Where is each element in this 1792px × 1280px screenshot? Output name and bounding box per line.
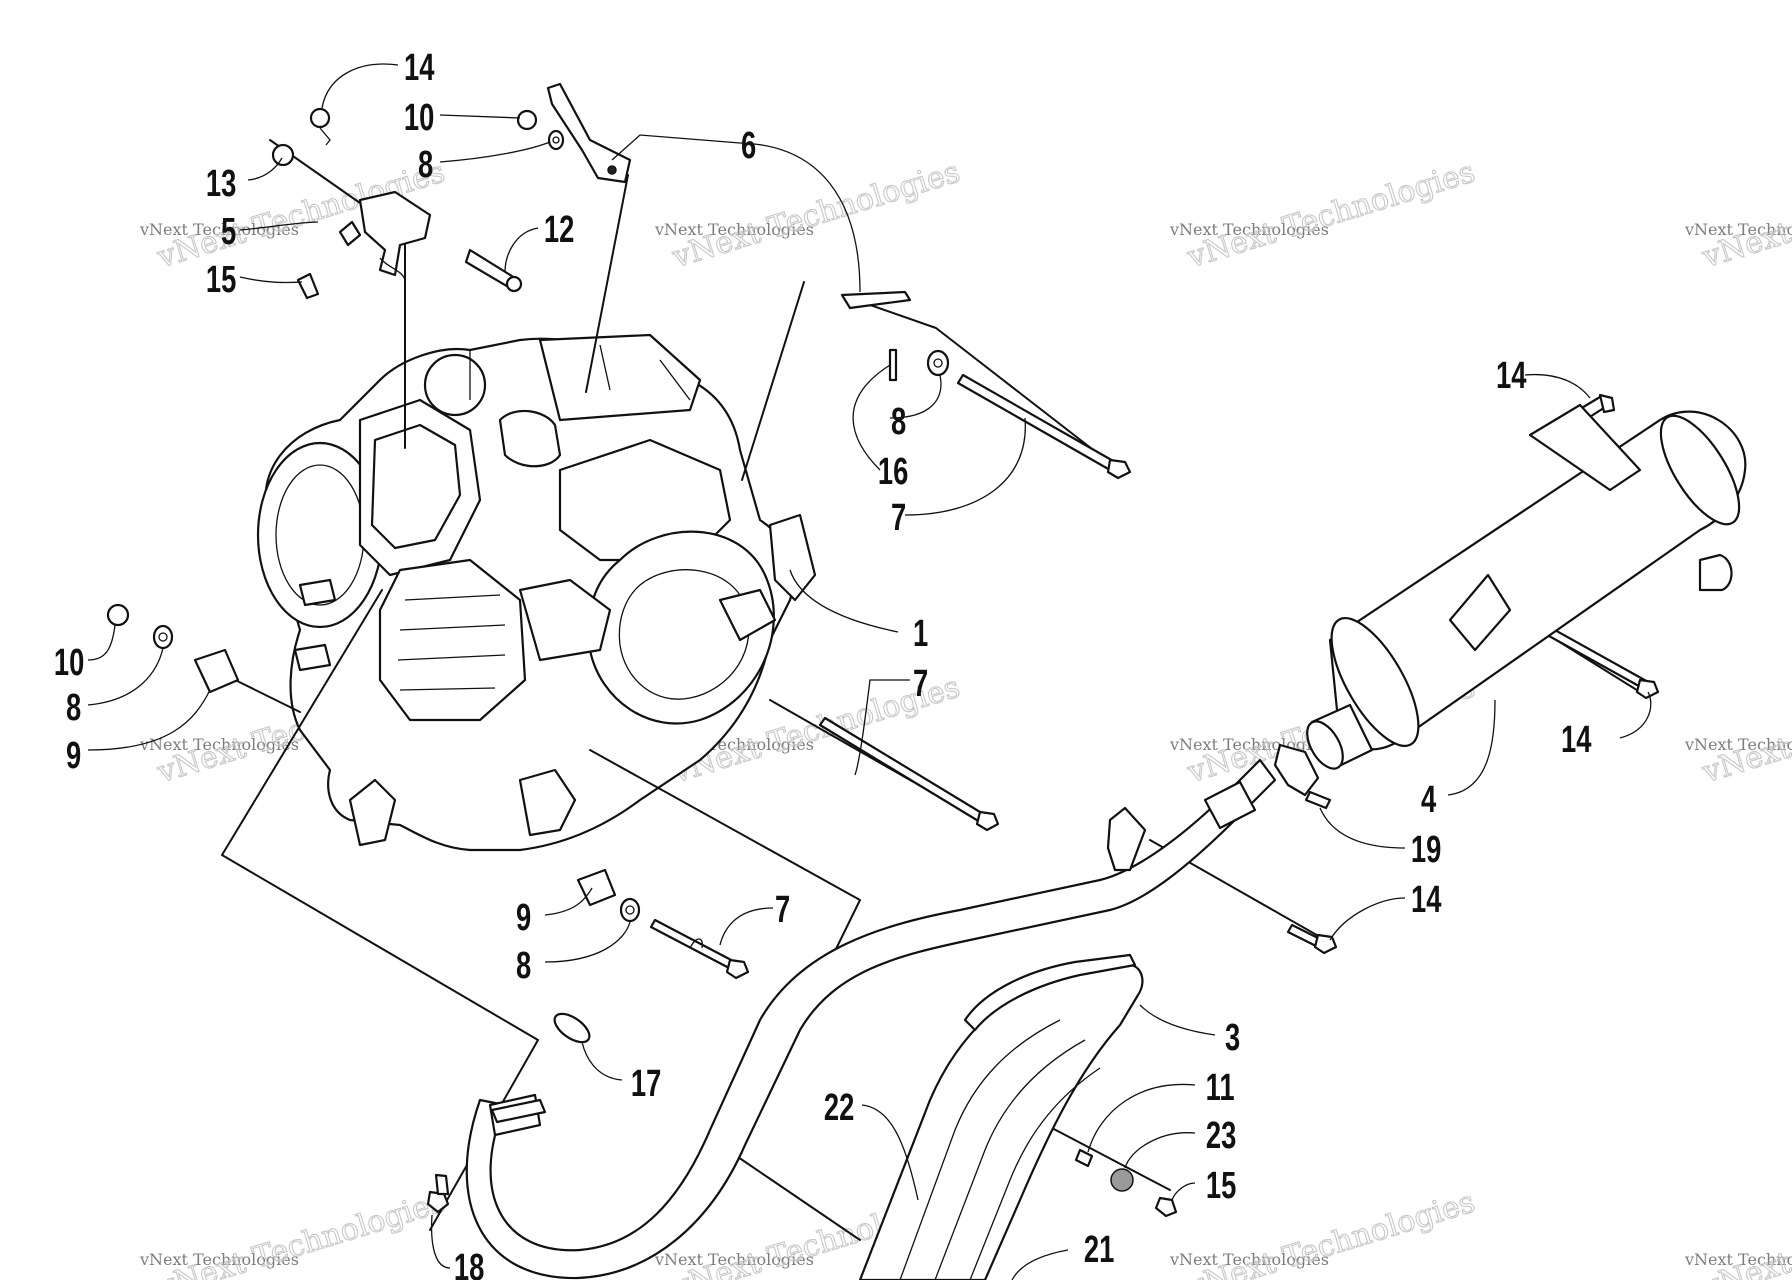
callout-7: 7: [913, 663, 928, 705]
callout-9: 9: [516, 897, 531, 939]
callout-13: 13: [206, 163, 236, 205]
callout-6: 6: [741, 125, 756, 167]
watermark-text: vNext Technologies: [1684, 1250, 1792, 1269]
callout-11: 11: [1206, 1067, 1235, 1109]
watermark-text: vNext Technologies: [139, 1250, 299, 1269]
watermark-text: vNext Technologies: [139, 735, 299, 754]
front-bracket-part-5: [338, 190, 432, 281]
callout-labels: 14 10 8 6 13 5 15 12 8 16 7 14 1 7 10 8 …: [54, 47, 1592, 1280]
watermark-text: vNext Technologies: [654, 1250, 814, 1269]
callout-9: 9: [66, 735, 81, 777]
callout-8: 8: [891, 401, 906, 443]
watermark-text: vNext Technologies: [1169, 220, 1329, 239]
callout-14: 14: [404, 47, 435, 89]
engine-assembly: [256, 333, 817, 852]
heat-shield-part-3: [858, 953, 1144, 1280]
callout-3: 3: [1225, 1017, 1240, 1059]
callout-12: 12: [544, 209, 574, 251]
callout-14: 14: [1496, 355, 1527, 397]
watermark-outline-text: vNext Technologies: [1698, 670, 1792, 791]
watermark-outline-text: vNext Technologies: [1698, 155, 1792, 276]
callout-16: 16: [878, 451, 908, 493]
callout-17: 17: [631, 1063, 661, 1105]
callout-15: 15: [1206, 1165, 1236, 1207]
watermark-outline-text: vNext Technologies: [153, 1185, 449, 1280]
callout-10: 10: [404, 97, 434, 139]
callout-19: 19: [1411, 829, 1441, 871]
callout-14: 14: [1561, 719, 1592, 761]
watermark-outline-text: vNext Technologies: [1183, 155, 1479, 276]
callout-8: 8: [66, 687, 81, 729]
callout-15: 15: [206, 259, 236, 301]
callout-7: 7: [775, 889, 790, 931]
callout-leaders: [87, 63, 1652, 1280]
callout-21: 21: [1084, 1229, 1114, 1271]
muffler-part-4: [1306, 403, 1747, 770]
callout-8: 8: [418, 144, 433, 186]
callout-10: 10: [54, 642, 84, 684]
exhaust-header-pipe: [465, 758, 1277, 1280]
callout-1: 1: [913, 613, 928, 655]
callout-14: 14: [1411, 879, 1442, 921]
watermark-text: vNext Technologies: [1684, 735, 1792, 754]
watermark-outline-text: vNext Technologies: [668, 155, 964, 276]
callout-7: 7: [891, 497, 906, 539]
callout-8: 8: [516, 945, 531, 987]
watermark-text: vNext Technologies: [1169, 1250, 1329, 1269]
callout-18: 18: [454, 1247, 484, 1280]
watermark-text: vNext Technologies: [654, 220, 814, 239]
callout-4: 4: [1421, 779, 1437, 821]
callout-22: 22: [824, 1087, 854, 1129]
watermark-text: vNext Technologies: [1684, 220, 1792, 239]
callout-5: 5: [221, 211, 236, 253]
watermark-text: vNext Technologies: [139, 220, 299, 239]
callout-23: 23: [1206, 1115, 1236, 1157]
rear-bracket-part-6: [546, 82, 632, 184]
